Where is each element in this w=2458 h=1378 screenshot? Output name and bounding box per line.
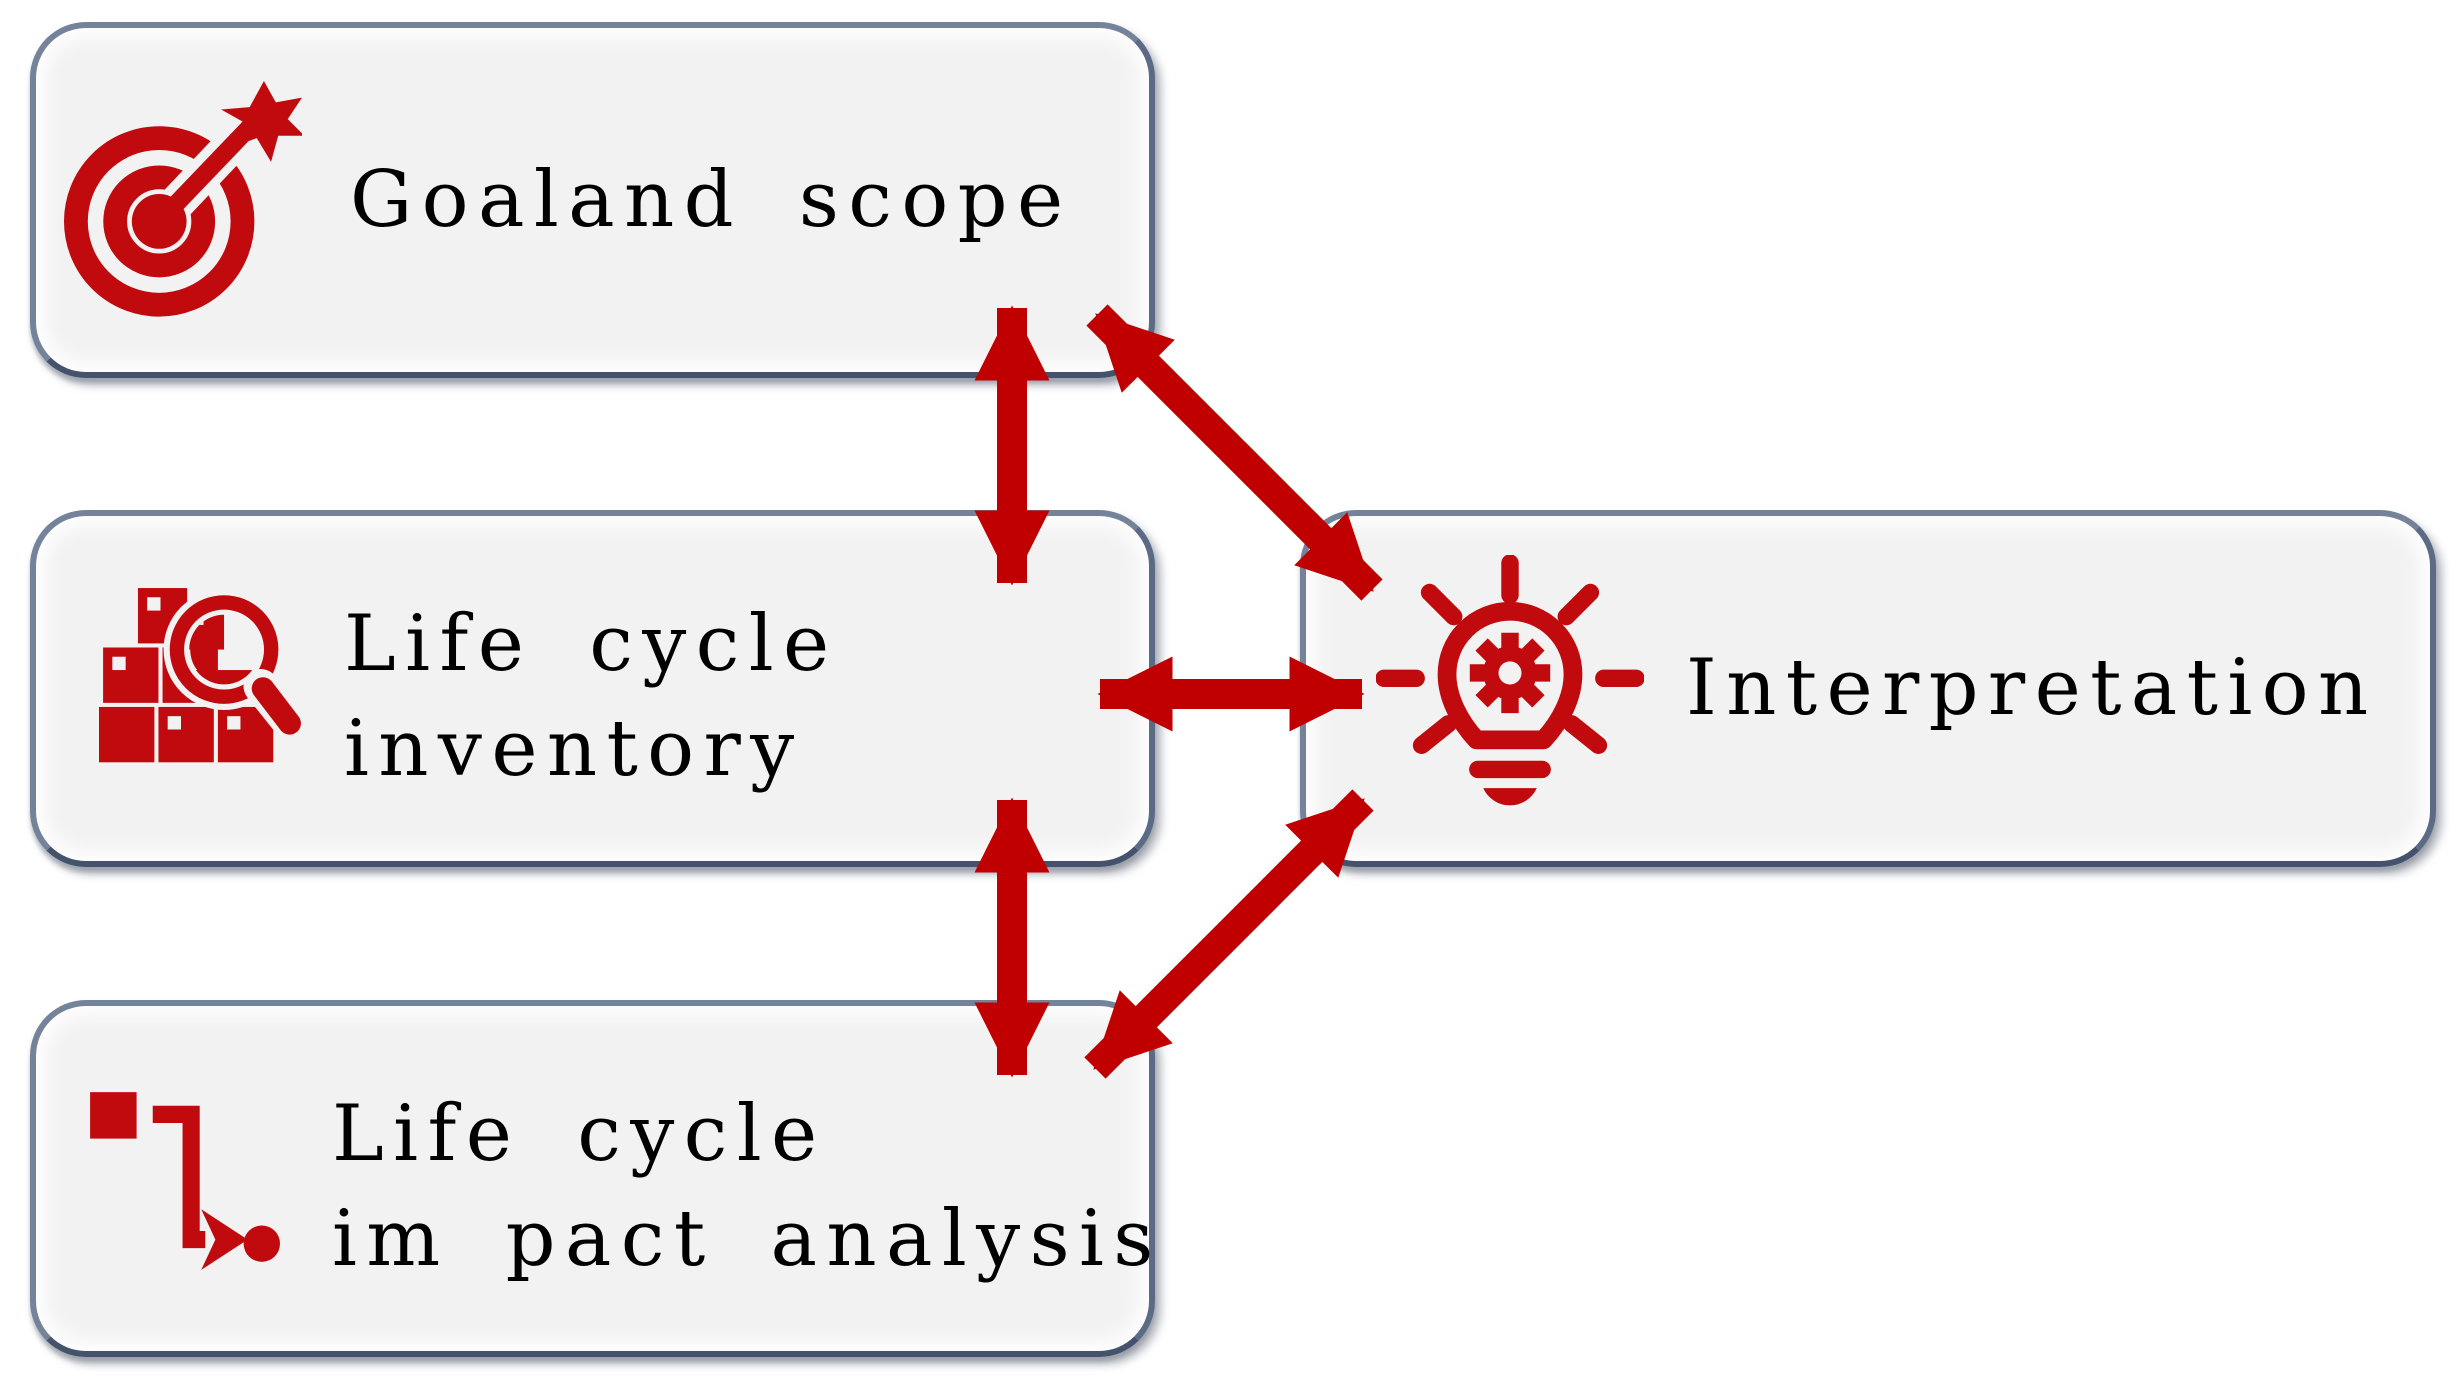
box-life-cycle-impact-analysis: Life cycle im pact analysis (30, 1000, 1155, 1357)
target-arrow-icon (64, 81, 302, 319)
box-interpretation: Interpretation (1300, 510, 2436, 867)
box-life-cycle-impact-analysis-label: Life cycle im pact analysis (332, 1082, 1163, 1291)
lightbulb-gear-icon (1376, 554, 1644, 823)
label-line: inventory (344, 703, 804, 794)
box-life-cycle-inventory-label: Life cycle inventory (344, 592, 839, 801)
label-line: im pact analysis (332, 1193, 1163, 1284)
box-interpretation-label: Interpretation (1686, 643, 2378, 734)
process-flow-icon (78, 1078, 280, 1280)
label-line: Life cycle (344, 598, 839, 689)
label-line: Life cycle (332, 1088, 827, 1179)
inventory-search-icon (99, 586, 304, 791)
box-goal-and-scope-label: Goaland scope (350, 154, 1073, 245)
box-life-cycle-inventory: Life cycle inventory (30, 510, 1155, 867)
box-goal-and-scope: Goaland scope (30, 22, 1155, 378)
